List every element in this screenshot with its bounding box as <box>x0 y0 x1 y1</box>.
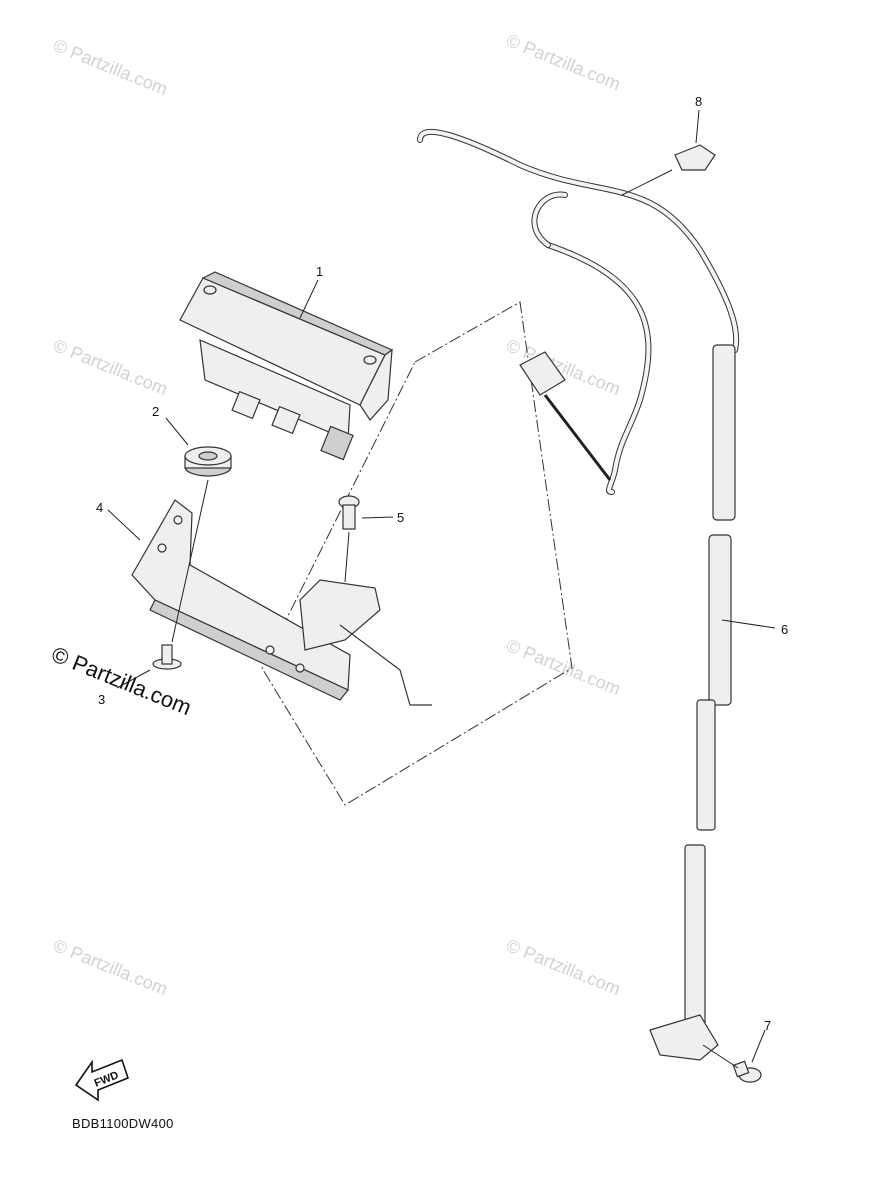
wiring-lead <box>519 242 652 495</box>
callout-5: 5 <box>397 510 404 525</box>
callout-6: 6 <box>781 622 788 637</box>
watermark: © Partzilla.com <box>51 335 171 399</box>
callout-4: 4 <box>96 500 103 515</box>
sensor-bolt <box>732 1060 762 1083</box>
callout-2: 2 <box>152 404 159 419</box>
watermark: © Partzilla.com <box>51 935 171 999</box>
diagram-code: BDB1100DW400 <box>72 1116 174 1131</box>
watermark-layer: © Partzilla.com © Partzilla.com © Partzi… <box>51 30 624 999</box>
meter-unit <box>179 271 394 461</box>
meter-bracket <box>131 499 432 706</box>
callout-7: 7 <box>764 1018 771 1033</box>
partzilla-watermark: © Partzilla.com <box>48 641 195 720</box>
callout-1: 1 <box>316 264 323 279</box>
washer-screw <box>152 644 182 670</box>
callout-8: 8 <box>695 94 702 109</box>
callout-3: 3 <box>98 692 105 707</box>
leader-lines <box>107 109 776 1069</box>
watermark: © Partzilla.com <box>504 635 624 699</box>
watermark: © Partzilla.com <box>504 935 624 999</box>
sensor-cable <box>417 128 740 1061</box>
forward-direction-arrow: FWD <box>74 1058 129 1102</box>
assembly-group-outline <box>261 301 573 806</box>
cable-clamp <box>674 144 716 171</box>
bolt <box>338 495 360 530</box>
callout-labels: 1 2 3 4 5 6 7 8 <box>96 94 788 1033</box>
watermark: © Partzilla.com <box>51 35 171 99</box>
watermark: © Partzilla.com <box>504 30 624 94</box>
grommet <box>184 446 232 477</box>
